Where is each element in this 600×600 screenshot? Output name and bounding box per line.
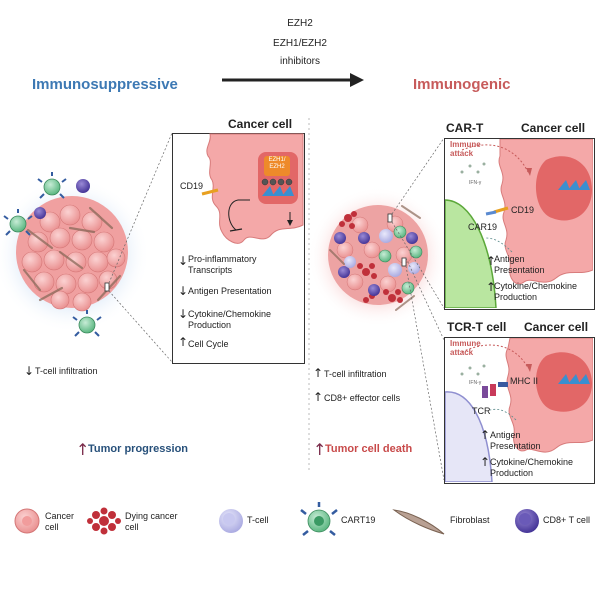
cancer-cell-icon	[14, 508, 40, 534]
tcr-item-arrow-2: ↑	[480, 455, 491, 469]
left-item-2: Antigen Presentation	[188, 286, 272, 296]
ezh-complex-icon	[264, 156, 290, 176]
tcr-item-1: Antigen Presentation	[490, 430, 541, 451]
legend-label-fibroblast: Fibroblast	[450, 515, 490, 525]
drug-line-3: inhibitors	[279, 56, 321, 67]
cart-car-label: CAR19	[468, 222, 498, 232]
right-death: Tumor cell death	[325, 443, 413, 455]
legend-label-dying-cancer-cell: Dying cancer cell	[125, 511, 178, 532]
cart-left-title: CAR-T	[446, 121, 484, 135]
tcr-item-2: Cytokine/Chemokine Production	[490, 457, 574, 478]
legend-label-cancer-cell: Cancer cell	[45, 511, 75, 532]
left-infiltration: T-cell infiltration	[35, 366, 98, 376]
ezh-label: EZH1/ EZH2	[268, 157, 286, 170]
cart-right-title: Cancer cell	[521, 121, 586, 135]
drug-line-2: EZH1/EZH2	[273, 38, 327, 49]
dying-cancer-cell-icon	[87, 507, 121, 535]
item-arrow-2: ↓	[178, 284, 189, 298]
cart-item-arrow-1: ↑	[486, 254, 497, 268]
fibroblast-icon	[392, 509, 445, 535]
tcr-attack: Immune attack	[450, 339, 481, 357]
right-infiltration-arrow: ↑	[313, 366, 324, 380]
tcr-tcr-label: TCR	[472, 406, 491, 416]
left-item-3: Cytokine/Chemokine Production	[188, 309, 272, 330]
left-item-1: Pro-inflammatory Transcripts	[188, 254, 257, 275]
tcr-item-arrow-1: ↑	[480, 428, 491, 442]
cd8-cell-2	[34, 207, 46, 219]
left-progression-arrow: ↑	[76, 440, 90, 459]
tcr-ifn: IFN-γ	[469, 380, 482, 386]
cart19-cell-3	[72, 310, 102, 337]
cart19-icon	[300, 502, 338, 536]
t-cell-icon	[219, 509, 243, 533]
cd8-cell-1	[76, 179, 90, 193]
cart-item-2: Cytokine/Chemokine Production	[494, 281, 578, 302]
legend-label-cart19: CART19	[341, 515, 376, 525]
right-cd8: CD8+ effector cells	[324, 393, 401, 403]
left-cd19-label: CD19	[180, 181, 204, 191]
cart-item-1: Antigen Presentation	[494, 254, 545, 275]
item-arrow-4: ↑	[178, 335, 189, 349]
left-item-4: Cell Cycle	[188, 339, 229, 349]
drug-line-1: EZH2	[287, 18, 313, 29]
nucleosome-icon	[261, 178, 293, 186]
left-infiltration-arrow: ↓	[24, 364, 35, 378]
item-arrow-3: ↓	[178, 307, 189, 321]
right-infiltration: T-cell infiltration	[324, 369, 387, 379]
tcr-left-title: TCR-T cell	[447, 320, 507, 334]
right-cd8-arrow: ↑	[313, 390, 324, 404]
tcr-right-title: Cancer cell	[524, 320, 589, 334]
tcr-mhc-label: MHC II	[510, 376, 538, 386]
cart-attack: Immune attack	[450, 140, 481, 158]
cd8-t-cell-icon	[515, 509, 539, 533]
legend-label-cd8-t-cell: CD8+ T cell	[543, 515, 590, 525]
cart-ifn: IFN-γ	[469, 180, 482, 186]
right-title: Immunogenic	[413, 76, 511, 93]
legend-label-t-cell: T-cell	[247, 515, 269, 525]
right-death-arrow: ↑	[313, 440, 327, 459]
left-title: Immunosuppressive	[32, 76, 178, 93]
item-arrow-1: ↓	[178, 254, 189, 268]
left-progression: Tumor progression	[88, 443, 189, 455]
cart-cd19-label: CD19	[511, 205, 535, 215]
cart19-cell-1	[37, 172, 67, 199]
cart19-cell-2	[3, 209, 33, 236]
left-panel-title: Cancer cell	[228, 117, 293, 131]
cart-item-arrow-2: ↑	[486, 280, 497, 294]
